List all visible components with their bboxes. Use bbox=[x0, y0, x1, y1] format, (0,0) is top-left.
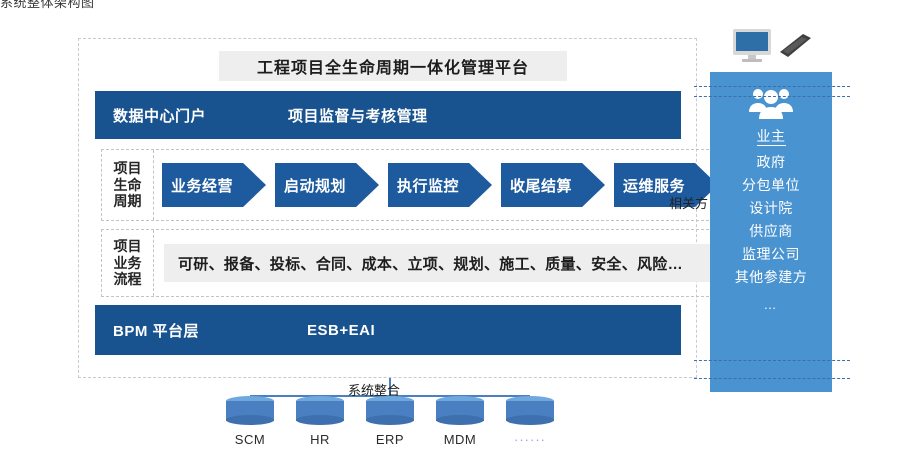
lifecycle-stage-2[interactable]: 启动规划 bbox=[275, 163, 379, 207]
database-cylinder-icon bbox=[366, 396, 414, 426]
process-label-line-3: 流程 bbox=[113, 271, 142, 288]
lifecycle-stage-5[interactable]: 运维服务 bbox=[614, 163, 718, 207]
data-center-portal-band: 数据中心门户 项目监督与考核管理 bbox=[95, 91, 681, 139]
related-party-label: 相关方 bbox=[669, 196, 709, 211]
bpm-left-label: BPM 平台层 bbox=[113, 322, 200, 340]
database-item-hr[interactable]: HR bbox=[293, 396, 347, 447]
connector-dash-top-1 bbox=[694, 86, 850, 87]
process-label-line-1: 项目 bbox=[113, 238, 142, 255]
database-item-more[interactable]: ······ bbox=[503, 396, 557, 447]
stakeholder-item-2[interactable]: 政府 bbox=[756, 154, 786, 170]
database-item-erp[interactable]: ERP bbox=[363, 396, 417, 447]
database-cylinder-icon bbox=[436, 396, 484, 426]
lifecycle-stage-3[interactable]: 执行监控 bbox=[388, 163, 492, 207]
lifecycle-row: 项目 生命 周期 业务经营 启动规划 执行监控 收尾结算 运维服务 bbox=[101, 149, 754, 221]
stakeholder-item-7[interactable]: 其他参建方 bbox=[734, 269, 808, 285]
stakeholder-item-4[interactable]: 设计院 bbox=[749, 200, 793, 216]
people-group-icon bbox=[749, 89, 793, 119]
database-cylinder-icon bbox=[226, 396, 274, 426]
database-cylinder-icon bbox=[296, 396, 344, 426]
stakeholder-item-5[interactable]: 供应商 bbox=[749, 223, 793, 239]
device-icon-group bbox=[731, 26, 815, 66]
stakeholder-item-1[interactable]: 业主 bbox=[756, 128, 786, 146]
process-label-line-2: 业务 bbox=[113, 254, 142, 271]
platform-title: 工程项目全生命周期一体化管理平台 bbox=[219, 51, 567, 81]
database-label-scm: SCM bbox=[234, 432, 266, 447]
database-label-more: ······ bbox=[514, 432, 546, 447]
lifecycle-label-line-3: 周期 bbox=[113, 193, 142, 210]
business-process-row: 项目 业务 流程 可研、报备、投标、合同、成本、立项、规划、施工、质量、安全、风… bbox=[101, 229, 754, 297]
lifecycle-stage-4[interactable]: 收尾结算 bbox=[501, 163, 605, 207]
database-cylinder-icon bbox=[506, 396, 554, 426]
database-group: SCM HR ERP MDM ······ bbox=[220, 396, 560, 460]
lifecycle-label-line-2: 生命 bbox=[113, 176, 142, 193]
lifecycle-row-label: 项目 生命 周期 bbox=[102, 150, 154, 220]
stakeholder-panel: 业主 政府 分包单位 设计院 供应商 监理公司 其他参建方 … bbox=[710, 72, 832, 392]
connector-dash-top-2 bbox=[694, 96, 850, 97]
stakeholder-item-more: … bbox=[763, 297, 779, 312]
database-item-scm[interactable]: SCM bbox=[223, 396, 277, 447]
bpm-platform-band: BPM 平台层 ESB+EAI bbox=[95, 305, 681, 355]
platform-container: 工程项目全生命周期一体化管理平台 数据中心门户 项目监督与考核管理 项目 生命 … bbox=[78, 38, 754, 378]
top-caption: 系统整体架构图 bbox=[0, 0, 95, 10]
lifecycle-label-line-1: 项目 bbox=[113, 160, 142, 177]
lifecycle-stage-1[interactable]: 业务经营 bbox=[162, 163, 266, 207]
database-label-erp: ERP bbox=[375, 432, 405, 447]
database-item-mdm[interactable]: MDM bbox=[433, 396, 487, 447]
portal-right-label: 项目监督与考核管理 bbox=[288, 107, 428, 125]
database-label-hr: HR bbox=[310, 432, 330, 447]
database-label-mdm: MDM bbox=[443, 432, 477, 447]
portal-left-label: 数据中心门户 bbox=[113, 107, 207, 125]
business-process-row-label: 项目 业务 流程 bbox=[102, 230, 154, 296]
lifecycle-stage-strip: 业务经营 启动规划 执行监控 收尾结算 运维服务 bbox=[162, 156, 747, 214]
connector-dash-bottom-1 bbox=[694, 360, 850, 361]
connector-dash-bottom-2 bbox=[694, 378, 850, 379]
stakeholder-item-6[interactable]: 监理公司 bbox=[742, 246, 800, 262]
bpm-right-label: ESB+EAI bbox=[307, 321, 376, 339]
stakeholder-item-3[interactable]: 分包单位 bbox=[742, 177, 800, 193]
system-integration-label: 系统整合 bbox=[348, 383, 401, 398]
business-process-items: 可研、报备、投标、合同、成本、立项、规划、施工、质量、安全、风险… bbox=[164, 244, 736, 282]
smartphone-icon bbox=[780, 34, 811, 57]
monitor-icon bbox=[733, 29, 771, 62]
